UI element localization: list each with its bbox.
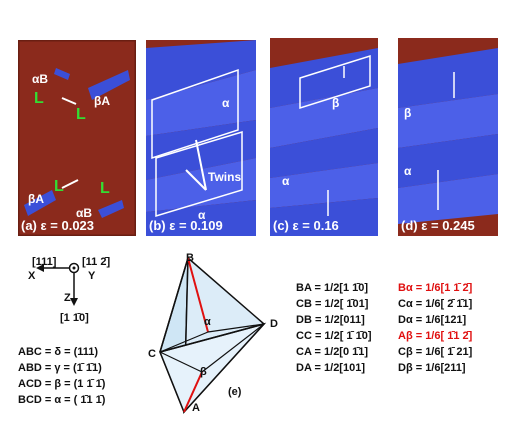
green-marker: L xyxy=(100,180,110,197)
burgers-partial-line: Cα = 1/6[ 2̄ 1̄1] xyxy=(398,298,473,310)
burgers-line: CC = 1/2[ 1̄ 1̄0] xyxy=(296,330,372,342)
label-alpha-bottom: α xyxy=(198,208,206,222)
burgers-line: CA = 1/2[0 1̄1] xyxy=(296,346,369,358)
y-direction: [11 2̄] xyxy=(82,256,111,268)
panel-a-caption: (a) ε = 0.023 xyxy=(21,218,95,233)
vertex-d: D xyxy=(270,318,278,330)
label-twins: Twins xyxy=(208,170,242,184)
plane-line: ACD = β = (1 1̄ 1̄) xyxy=(18,378,106,390)
panel-a-image xyxy=(18,40,136,236)
plane-line: ABD = γ = (1̄ 1̄1) xyxy=(18,362,102,374)
tetrahedron-drawing xyxy=(158,256,267,414)
label-alpha: α xyxy=(282,174,290,188)
panel-a: αB βA βA αB L L L L (a) ε = 0.023 xyxy=(18,40,136,236)
green-marker: L xyxy=(54,178,64,195)
plane-line: ABC = δ = (111) xyxy=(18,346,99,358)
vertex-b: B xyxy=(186,252,194,264)
vertex-a: A xyxy=(192,402,200,414)
burgers-partial-line: Dβ = 1/6[211] xyxy=(398,362,466,374)
panel-b-image xyxy=(146,40,256,236)
z-direction: [1 1̄0] xyxy=(60,312,89,324)
label-betaA-top: βA xyxy=(94,94,110,108)
panel-b: α Twins α (b) ε = 0.109 xyxy=(146,40,256,236)
panel-e-label: (e) xyxy=(228,386,242,398)
burgers-line: DB = 1/2[011] xyxy=(296,314,365,326)
burgers-partial-line: Bα = 1/6[1 1̄ 2̄] xyxy=(398,282,473,294)
panel-c: β α (c) ε = 0.16 xyxy=(270,38,378,236)
z-label: Z xyxy=(64,292,71,304)
label-beta: β xyxy=(404,106,412,120)
label-alphaB-top: αB xyxy=(32,72,49,86)
panel-d-caption: (d) ε = 0.245 xyxy=(401,218,475,233)
label-beta: β xyxy=(332,96,340,110)
axes-drawing xyxy=(36,262,80,306)
label-betaA-bottom: βA xyxy=(28,192,44,206)
x-label: X xyxy=(28,270,36,282)
burgers-line: BA = 1/2[1 1̄0] xyxy=(296,282,369,294)
x-direction: [111] xyxy=(32,256,57,268)
label-alpha-top: α xyxy=(222,96,230,110)
y-label: Y xyxy=(88,270,96,282)
panel-d-image xyxy=(398,38,498,236)
green-marker: L xyxy=(34,90,44,107)
vertex-c: C xyxy=(148,348,156,360)
label-alpha: α xyxy=(404,164,412,178)
burgers-line: CB = 1/2[ 1̄01] xyxy=(296,298,369,310)
label-alphaB-bottom: αB xyxy=(76,206,93,220)
burgers-partial-line: Cβ = 1/6[ 1̄ 21] xyxy=(398,346,473,358)
panel-d: β α (d) ε = 0.245 xyxy=(398,38,498,236)
panel-b-caption: (b) ε = 0.109 xyxy=(149,218,223,233)
face-alpha-label: α xyxy=(204,316,211,328)
plane-line: BCD = α = ( 1̄1 1̄) xyxy=(18,394,106,406)
burgers-line: DA = 1/2[101] xyxy=(296,362,365,374)
panel-c-image xyxy=(270,38,378,236)
face-beta-label: β xyxy=(200,366,207,378)
burgers-partial-line: Aβ = 1/6[ 1̄1 2̄] xyxy=(398,330,473,342)
burgers-partial-line: Dα = 1/6[121] xyxy=(398,314,467,326)
panel-c-caption: (c) ε = 0.16 xyxy=(273,218,339,233)
green-marker: L xyxy=(76,106,86,123)
